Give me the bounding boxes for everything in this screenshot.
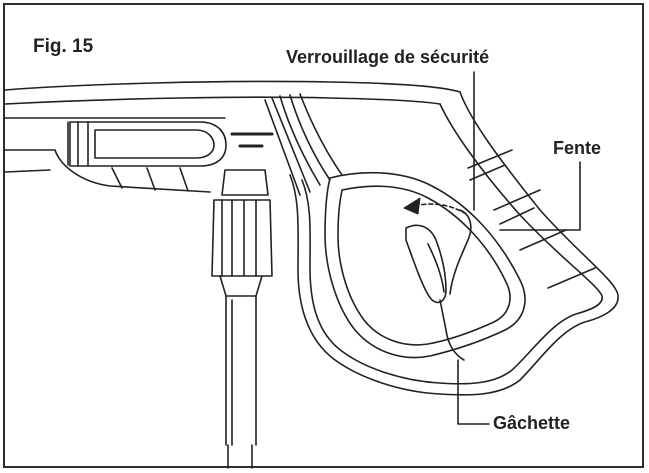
safety-lock-lever bbox=[264, 93, 343, 196]
figure-frame bbox=[3, 3, 644, 468]
hose-connector bbox=[211, 169, 273, 469]
gun-barrel bbox=[4, 80, 461, 193]
label-slot: Fente bbox=[553, 138, 602, 158]
leader-slot-upper bbox=[499, 161, 581, 231]
figure-title: Fig. 15 bbox=[33, 36, 94, 57]
leader-trigger bbox=[457, 359, 490, 425]
gun-handle bbox=[289, 91, 619, 396]
trigger-shape bbox=[405, 209, 472, 361]
direction-arrow bbox=[403, 197, 467, 215]
leader-lines bbox=[457, 71, 581, 425]
label-safety-lock: Verrouillage de sécurité bbox=[286, 47, 490, 67]
label-trigger: Gâchette bbox=[493, 413, 571, 433]
